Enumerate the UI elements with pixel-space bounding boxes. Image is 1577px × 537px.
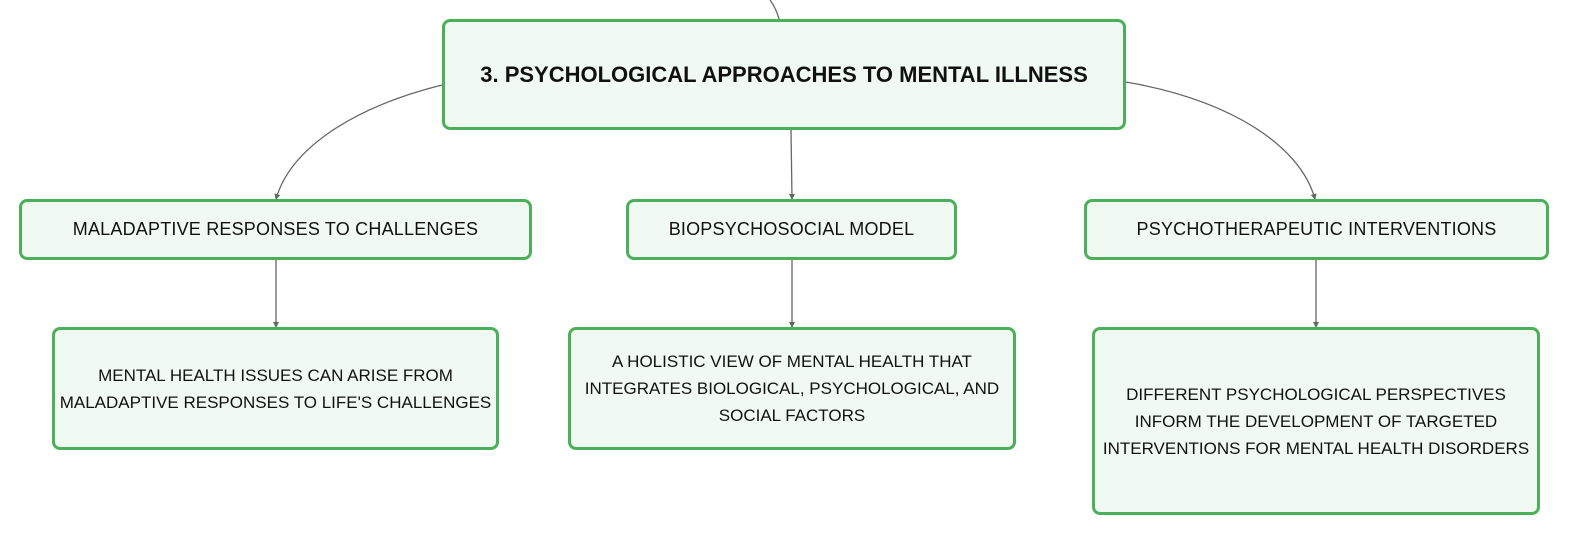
branch-label-psychotherapeutic-interventions: PSYCHOTHERAPEUTIC INTERVENTIONS bbox=[1136, 219, 1497, 239]
connector-root-to-maladaptive bbox=[274, 84, 443, 200]
detail-node-maladaptive-responses[interactable]: MENTAL HEALTH ISSUES CAN ARISE FROM MALA… bbox=[52, 327, 499, 450]
root-topic-node[interactable]: 3. PSYCHOLOGICAL APPROACHES TO MENTAL IL… bbox=[442, 19, 1126, 130]
connector-parent-to-root bbox=[769, 0, 780, 20]
connector-root-to-psychotherapeutic bbox=[1125, 81, 1317, 200]
root-topic-label: 3. PSYCHOLOGICAL APPROACHES TO MENTAL IL… bbox=[480, 61, 1088, 87]
branch-node-biopsychosocial-model[interactable]: BIOPSYCHOSOCIAL MODEL bbox=[626, 199, 957, 260]
branch-label-biopsychosocial-model: BIOPSYCHOSOCIAL MODEL bbox=[668, 219, 915, 239]
branch-node-maladaptive-responses[interactable]: MALADAPTIVE RESPONSES TO CHALLENGES bbox=[19, 199, 532, 260]
branch-label-maladaptive-responses: MALADAPTIVE RESPONSES TO CHALLENGES bbox=[72, 219, 479, 239]
detail-text-psychotherapeutic-interventions: DIFFERENT PSYCHOLOGICAL PERSPECTIVES INF… bbox=[1102, 384, 1530, 458]
detail-node-biopsychosocial-model[interactable]: A HOLISTIC VIEW OF MENTAL HEALTH THAT IN… bbox=[568, 327, 1016, 450]
detail-text-maladaptive-responses: MENTAL HEALTH ISSUES CAN ARISE FROM MALA… bbox=[59, 365, 492, 412]
detail-text-biopsychosocial-model: A HOLISTIC VIEW OF MENTAL HEALTH THAT IN… bbox=[584, 352, 1000, 425]
connector-root-to-biopsychosocial bbox=[788, 129, 795, 200]
branch-node-psychotherapeutic-interventions[interactable]: PSYCHOTHERAPEUTIC INTERVENTIONS bbox=[1084, 199, 1549, 260]
detail-node-psychotherapeutic-interventions[interactable]: DIFFERENT PSYCHOLOGICAL PERSPECTIVES INF… bbox=[1092, 327, 1540, 515]
